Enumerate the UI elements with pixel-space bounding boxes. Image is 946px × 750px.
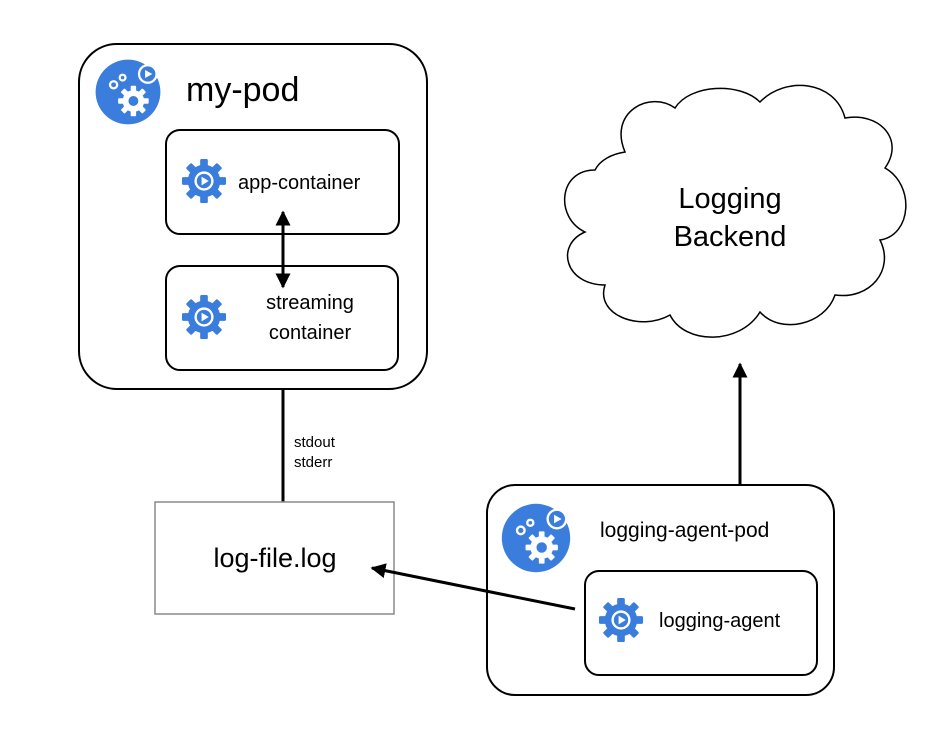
streaming-container-label-line-2: container (269, 322, 352, 344)
stderr-label: stderr (294, 454, 332, 471)
logging-backend-cloud: Logging Backend (563, 84, 907, 338)
streaming-container-box: streaming container (165, 265, 399, 371)
pod-gears-icon (500, 502, 572, 574)
streaming-container-label-line-1: streaming (266, 292, 354, 314)
app-container-label: app-container (238, 172, 361, 194)
container-gear-icon (181, 158, 227, 204)
my-pod-title: my-pod (186, 71, 299, 109)
log-file-box: log-file.log (154, 501, 395, 615)
container-gear-icon (598, 597, 644, 643)
agent-to-logfile-arrow (370, 563, 576, 611)
log-file-label: log-file.log (213, 543, 336, 573)
logging-agent-box: logging-agent (584, 570, 818, 676)
cloud-shape (563, 84, 907, 338)
container-gear-icon (181, 294, 227, 340)
pod-gears-icon (94, 58, 162, 126)
app-container-box: app-container (165, 129, 400, 235)
logging-agent-label: logging-agent (659, 610, 781, 632)
logging-agent-pod: logging-agent-pod logging-agent (486, 484, 835, 696)
logging-backend-label-line-1: Logging (678, 183, 781, 215)
stdout-label: stdout (294, 434, 336, 451)
my-pod: my-pod app-container streaming container (78, 43, 428, 390)
logging-backend-label-line-2: Backend (674, 221, 787, 253)
logging-agent-pod-title: logging-agent-pod (600, 519, 769, 542)
